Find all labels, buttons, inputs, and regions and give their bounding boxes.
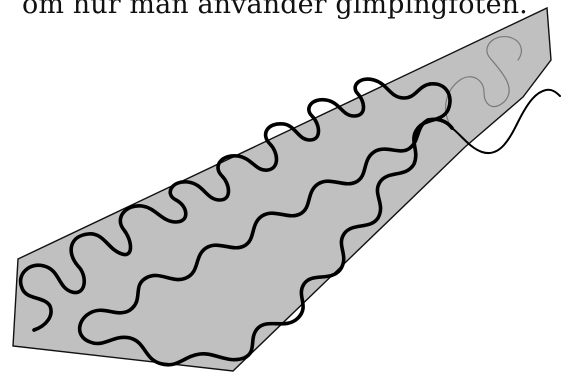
fabric-piece	[13, 8, 551, 371]
